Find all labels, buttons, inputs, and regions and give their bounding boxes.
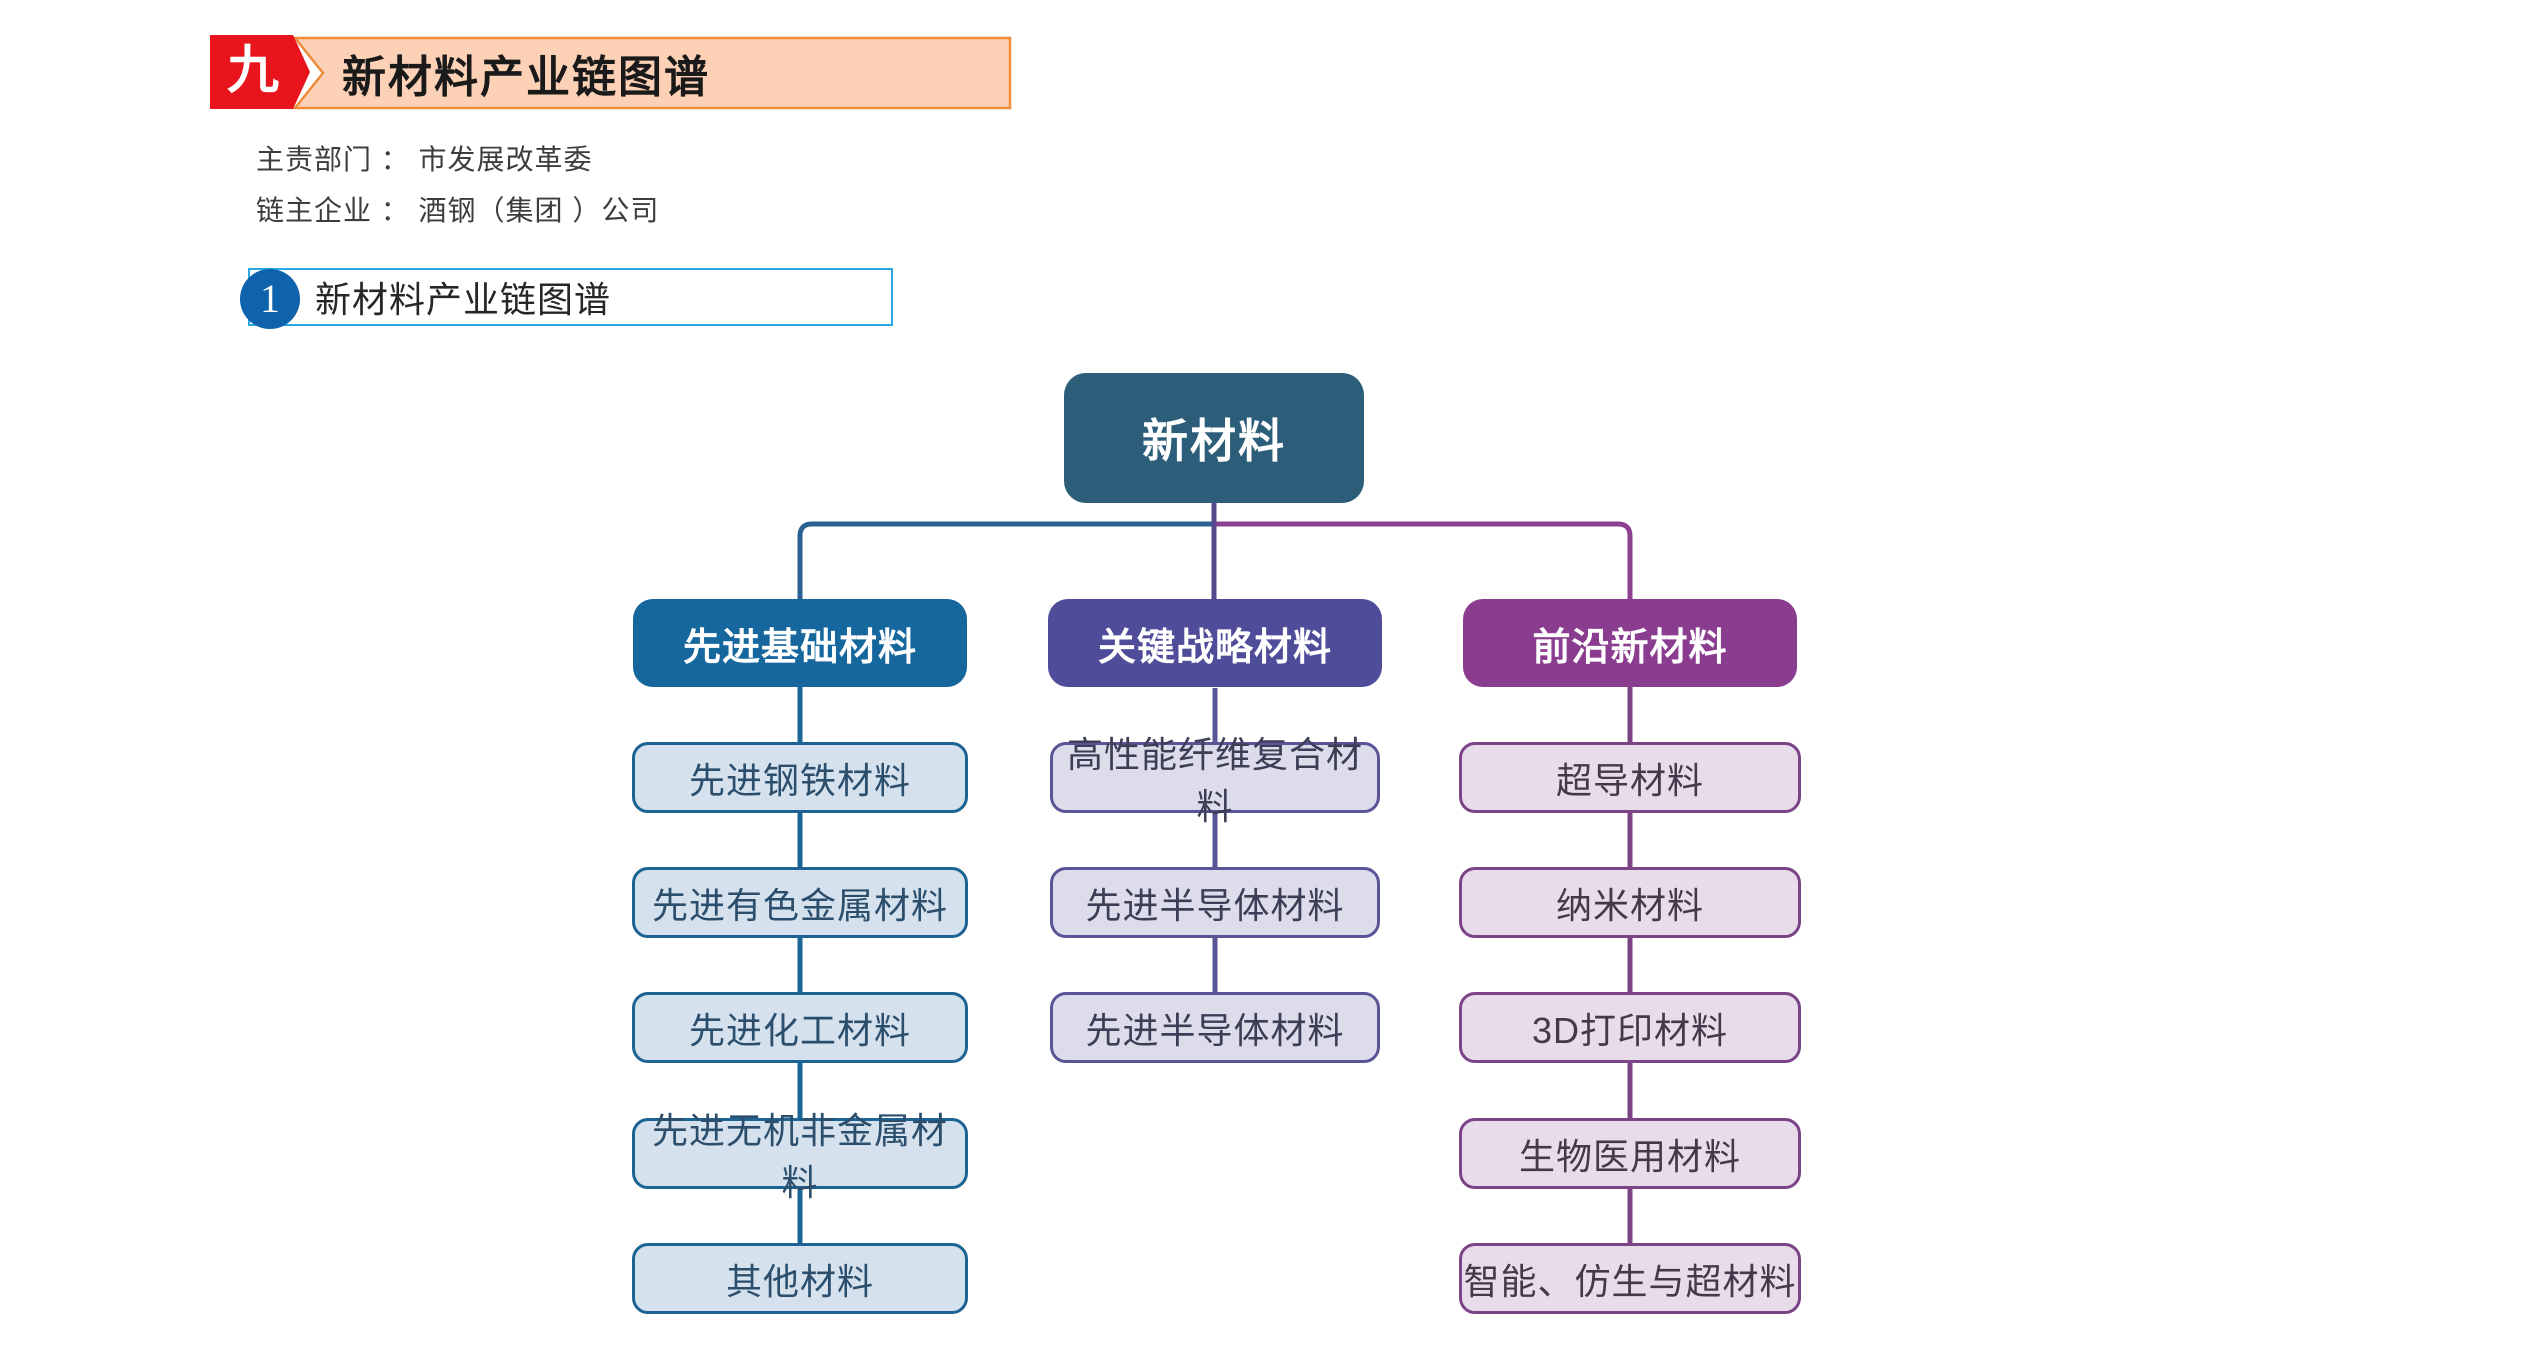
connector-root-right [1214, 521, 1633, 601]
chain-leader-company-line: 链主企业 ： 酒钢（集团 ）公司 [256, 195, 660, 226]
branch-key-strategic-materials: 关键战略材料 [1048, 599, 1382, 687]
tree-root-node: 新材料 [1064, 373, 1364, 503]
section-title-banner [293, 36, 1012, 110]
connector-root-left [797, 521, 1214, 601]
page-title: 新材料产业链图谱 [342, 53, 710, 102]
branch-frontier-new-materials: 前沿新材料 [1463, 599, 1797, 687]
tree-leaf: 先进钢铁材料 [632, 742, 968, 813]
subsection-label-box [248, 268, 893, 326]
banner-shape [293, 36, 1012, 110]
tree-leaf: 纳米材料 [1459, 867, 1801, 938]
tree-leaf: 先进无机非金属材料 [632, 1110, 968, 1203]
subsection-title: 新材料产业链图谱 [315, 279, 612, 320]
tree-leaf: 超导材料 [1459, 742, 1801, 813]
tree-leaf: 先进半导体材料 [1050, 867, 1380, 938]
tree-leaf: 先进化工材料 [632, 992, 968, 1063]
branch-advanced-basic-materials: 先进基础材料 [633, 599, 967, 687]
tree-leaf: 先进有色金属材料 [632, 867, 968, 938]
section-number: 九 [226, 43, 279, 100]
section-number-badge: 九 [210, 35, 310, 109]
tree-leaf: 先进半导体材料 [1050, 992, 1380, 1063]
subsection-number-badge: 1 [240, 269, 300, 329]
subsection-number: 1 [260, 276, 280, 321]
responsible-department-line: 主责部门 ： 市发展改革委 [256, 144, 593, 175]
tree-leaf: 3D打印材料 [1459, 992, 1801, 1063]
tree-leaf: 其他材料 [632, 1243, 968, 1314]
tree-leaf: 生物医用材料 [1459, 1118, 1801, 1189]
tree-leaf: 高性能纤维复合材料 [1050, 734, 1380, 827]
tree-leaf: 智能、仿生与超材料 [1459, 1243, 1801, 1314]
